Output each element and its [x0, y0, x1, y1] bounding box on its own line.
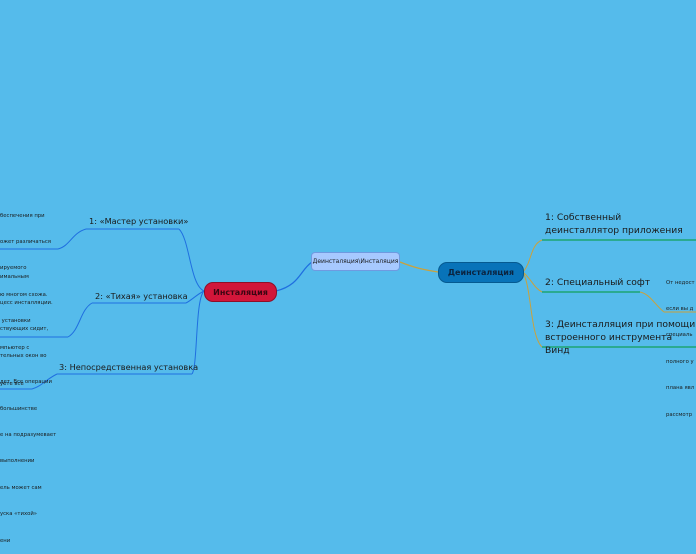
install-topic-label: Инсталяция — [213, 287, 268, 297]
install-branch-silent[interactable]: 2: «Тихая» установка — [95, 291, 188, 301]
connector-uninstall-branch-1 — [522, 239, 543, 273]
note-line: специаль — [666, 332, 693, 339]
note-line: большинстве — [0, 405, 38, 412]
note-line: е на подразумевает — [0, 431, 57, 438]
connector-install-branch-2 — [185, 290, 205, 304]
note-line: дет. Все операции — [0, 379, 52, 386]
note-line: установки — [0, 318, 31, 325]
note-line: ю многом схожа. — [0, 291, 48, 298]
uninstall-branch-builtin[interactable]: 3: Деинсталляция при помощи встроенного … — [545, 319, 696, 356]
uninstall-branch-software[interactable]: 2: Специальный софт — [545, 277, 651, 288]
note-line: ель может сам — [0, 484, 42, 491]
install-branch-direct[interactable]: 3: Непосредственная установка — [59, 362, 199, 372]
note-line: ени — [0, 537, 11, 544]
connector-right-branch-2-note — [639, 291, 665, 313]
connector-uninstall-branch-2 — [522, 271, 543, 293]
note-line: выполнении — [0, 458, 35, 465]
uninstall-topic-label: Деинсталяция — [447, 268, 515, 277]
note-line: ствующих сидит, — [0, 326, 49, 333]
note-line: имальным — [0, 273, 29, 280]
connector-center-install — [275, 261, 313, 292]
note-line: От недост — [666, 279, 695, 286]
note-silent: имальным цесс инсталляции. ствующих сиди… — [0, 255, 56, 554]
note-direct: уете все — [0, 362, 24, 397]
note-line: ируемого — [0, 265, 27, 272]
uninstall-topic-node[interactable]: Деинсталяция — [438, 262, 524, 283]
mindmap-connectors — [0, 228, 696, 390]
note-line: цесс инсталляции. — [0, 299, 53, 306]
note-line: полного у — [666, 358, 694, 365]
note-line: мпьютер с — [0, 344, 30, 351]
note-line: плана явл — [666, 385, 695, 392]
note-line: ожет различаться — [0, 238, 51, 245]
uninstall-branch-own[interactable]: 1: Собственный деинсталлятор приложения — [545, 212, 683, 236]
note-line: уете все — [0, 380, 24, 387]
connector-branch-3-note — [31, 373, 58, 390]
note-line: беспечения при — [0, 212, 45, 219]
note-line: рассмотр — [666, 411, 693, 418]
center-node-label: Деинсталяция\Инсталяция — [312, 258, 399, 265]
note-line: если вы д — [666, 305, 694, 312]
center-node[interactable]: Деинсталяция\Инсталяция — [311, 252, 400, 271]
connector-uninstall-branch-3 — [522, 271, 543, 348]
connector-center-uninstall — [399, 261, 439, 273]
connector-branch-2-note — [67, 302, 93, 338]
note-software: От недост если вы д специаль полного у п… — [666, 261, 696, 428]
connector-branch-1-note — [57, 228, 87, 250]
note-line: уска «тихой» — [0, 511, 38, 518]
note-master: беспечения при ожет различаться ируемого… — [0, 194, 51, 361]
install-topic-node[interactable]: Инсталяция — [204, 282, 277, 302]
connector-install-branch-3 — [191, 290, 205, 375]
install-branch-master[interactable]: 1: «Мастер установки» — [89, 216, 189, 226]
note-line: тельных окон во — [0, 352, 47, 359]
connector-install-branch-1 — [178, 228, 205, 292]
